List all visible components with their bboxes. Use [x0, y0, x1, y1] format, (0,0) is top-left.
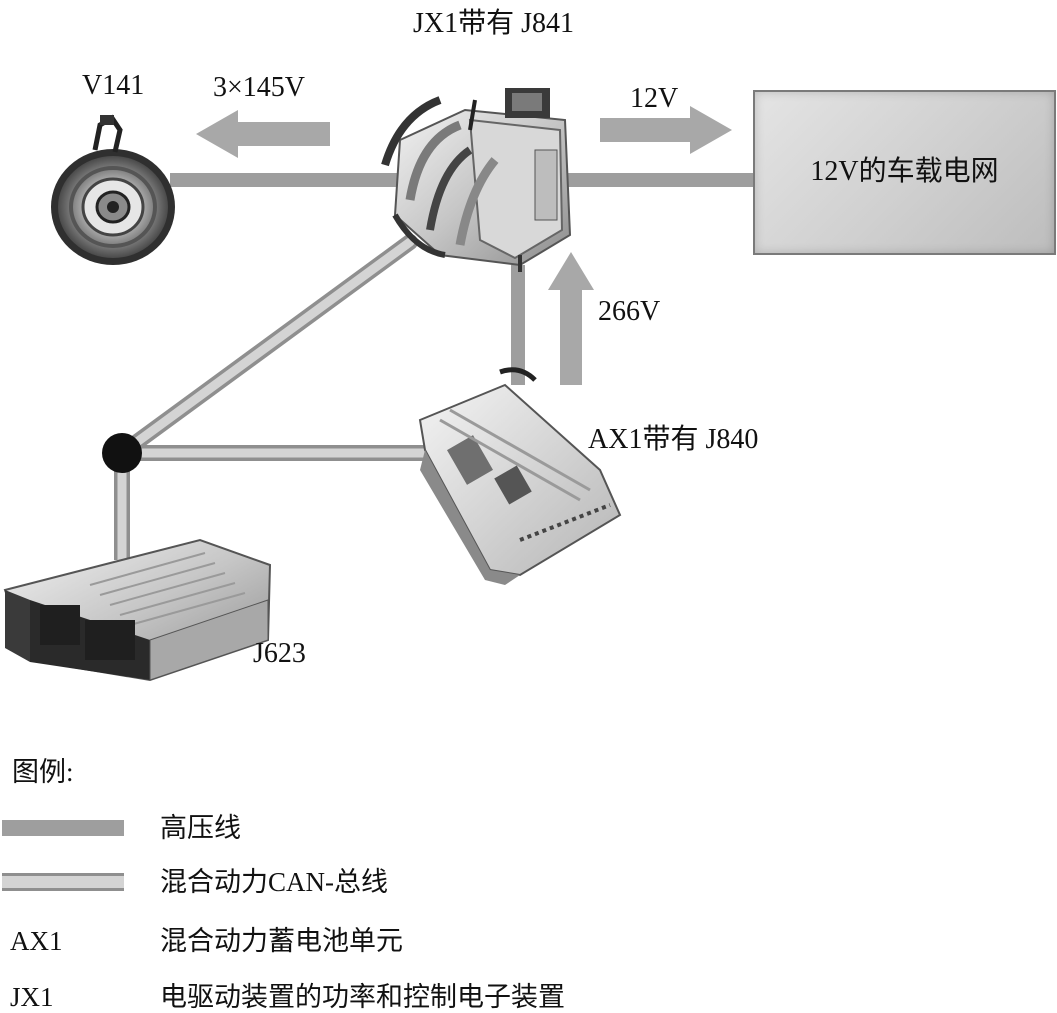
can-bus-lines: [102, 234, 440, 560]
12v-grid-label: 12V的车载电网: [810, 156, 999, 187]
legend-can-bus-swatch: [2, 873, 124, 891]
ax1-battery-icon: [418, 367, 622, 585]
legend-ax1-label: 混合动力蓄电池单元: [160, 926, 403, 956]
voltage-266-label: 266V: [598, 296, 661, 327]
energy-arrows: [196, 106, 732, 385]
can-bus-junction-node: [102, 433, 142, 473]
arrow-right-to-12v-grid: [600, 106, 732, 154]
legend-title: 图例:: [12, 757, 74, 787]
v141-motor-icon: [51, 114, 175, 265]
voltage-12-label: 12V: [630, 83, 679, 114]
ax1-label: AX1带有 J840: [588, 424, 759, 455]
legend-jx1-label: 电驱动装置的功率和控制电子装置: [160, 982, 565, 1012]
voltage-3x145-label: 3×145V: [213, 72, 306, 103]
j623-control-unit-icon: [3, 538, 272, 682]
arrow-left-to-v141: [196, 110, 330, 158]
arrow-up-from-ax1: [548, 252, 594, 385]
jx1-label: JX1带有 J841: [413, 8, 575, 39]
high-voltage-lines: [170, 173, 755, 385]
v141-label: V141: [82, 70, 145, 101]
can-bus-junction-jx1-core: [117, 237, 415, 458]
legend-ax1-key: AX1: [10, 926, 63, 956]
legend-high-voltage-swatch: [2, 820, 124, 836]
legend-can-bus-label: 混合动力CAN-总线: [160, 867, 388, 897]
12v-grid-box: 12V的车载电网: [753, 90, 1056, 255]
legend-jx1-key: JX1: [10, 982, 54, 1012]
legend-high-voltage-label: 高压线: [160, 813, 241, 843]
jx1-power-electronics-icon: [381, 88, 572, 272]
j623-label: J623: [253, 638, 306, 669]
